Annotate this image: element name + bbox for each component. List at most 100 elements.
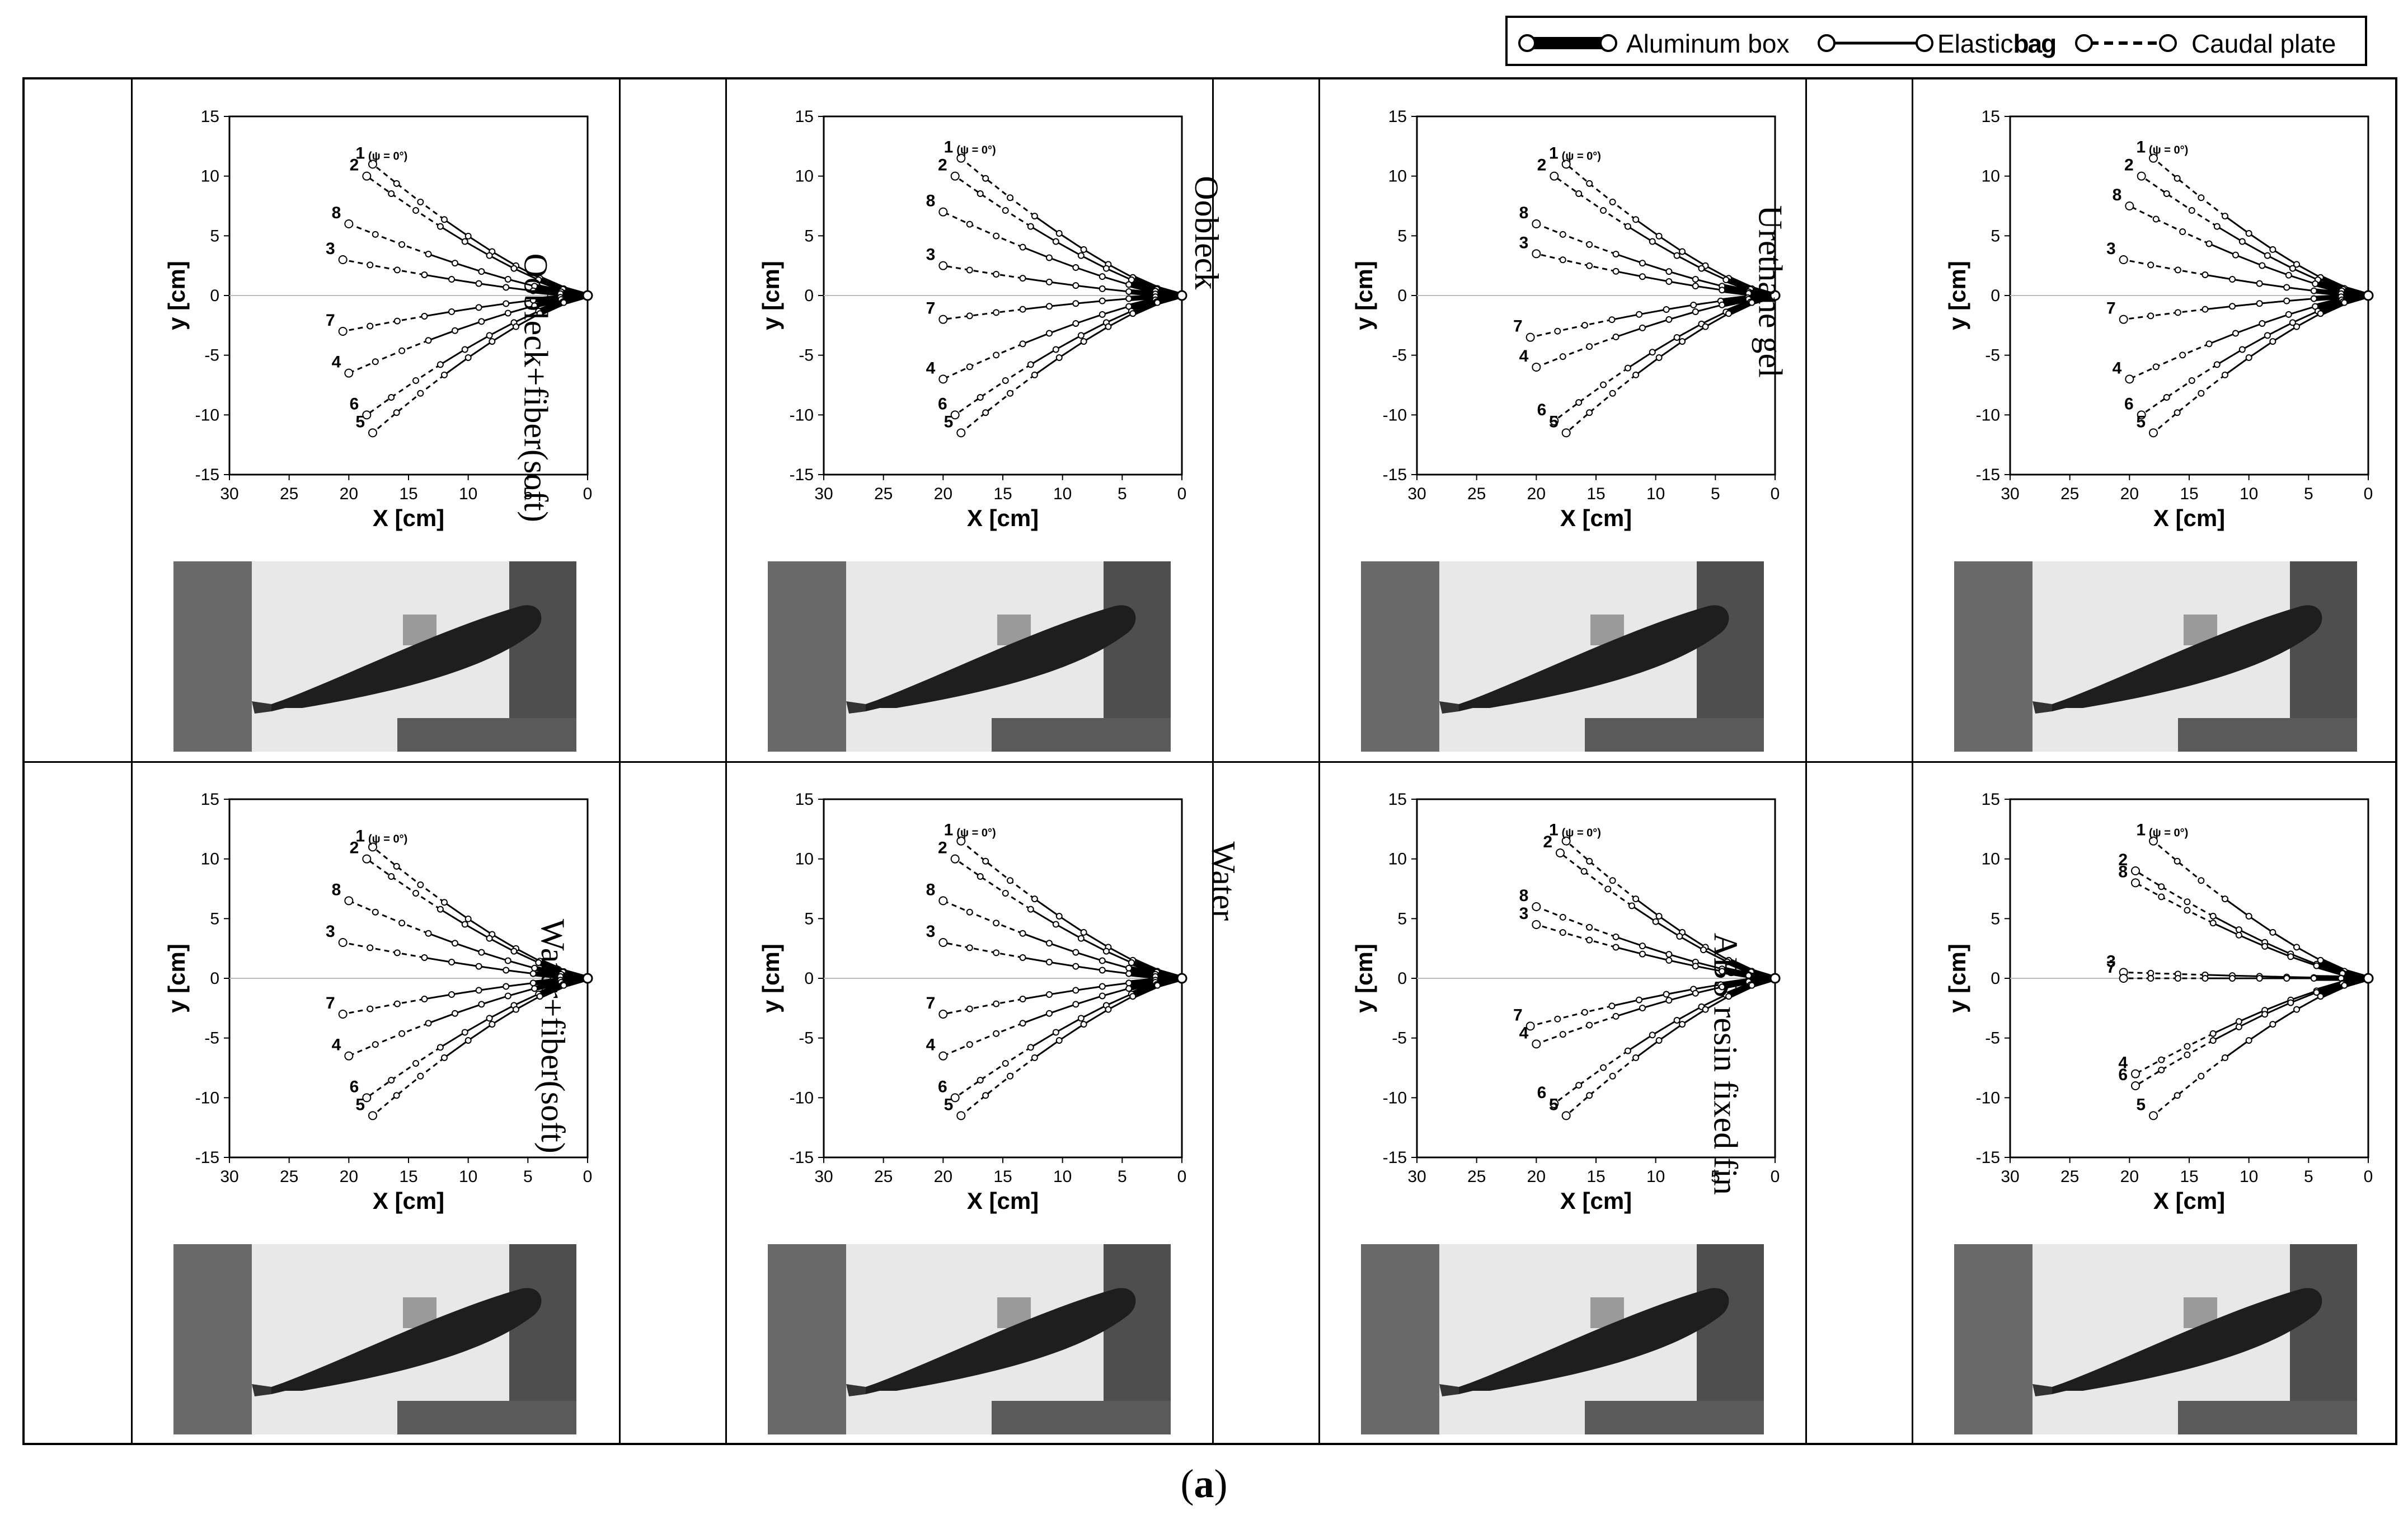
x-tick-label: 30 (814, 1167, 833, 1186)
panel-label-text: Oobleck+fiber(soft) (517, 253, 555, 522)
trajectory-point (1559, 231, 1566, 238)
trajectory-point (1072, 300, 1079, 307)
trajectory-point (1072, 282, 1079, 289)
trajectory-point (417, 390, 424, 397)
origin-point (1176, 973, 1187, 984)
trajectory-point (398, 920, 406, 927)
trajectory-point (1099, 273, 1106, 280)
trajectory-point (1045, 303, 1053, 310)
caudal-plate-segment (943, 308, 1023, 321)
x-axis-label: X [cm] (2153, 505, 2225, 531)
trajectory-point (2293, 1006, 2300, 1013)
trajectory-point (2149, 428, 2158, 438)
trajectory-point (950, 1093, 960, 1103)
trajectory-point (1559, 913, 1566, 921)
trajectory-point (2198, 194, 2205, 201)
caudal-plate-segment (2141, 364, 2218, 416)
trajectory-point (993, 271, 1000, 278)
y-tick-label: 5 (1397, 227, 1407, 245)
trajectory-point (1639, 273, 1646, 280)
caudal-plate-segment (2153, 840, 2226, 900)
caudal-fin (252, 701, 271, 714)
caudal-plate-segment (943, 265, 1023, 279)
trajectory-point (425, 1020, 432, 1027)
base-frame (2178, 1401, 2357, 1434)
trajectory-point (2283, 975, 2290, 982)
x-tick-label: 30 (220, 1167, 238, 1186)
y-axis-label: y [cm] (1351, 944, 1377, 1013)
trajectory-point (1725, 310, 1733, 317)
trajectory-point (2229, 276, 2236, 283)
trajectory-point (1550, 171, 1559, 181)
trajectory-point (977, 190, 984, 198)
caudal-plate-segment (1536, 336, 1617, 368)
trajectory-point (2238, 238, 2246, 245)
x-tick-label: 20 (934, 1167, 952, 1186)
y-tick-label: 15 (201, 790, 219, 809)
panel-label: Oobleck+fiber(hard) (22, 100, 129, 782)
x-tick-label: 20 (2120, 1167, 2139, 1186)
experiment-photo (1954, 1244, 2357, 1434)
trajectory-point (1655, 1037, 1663, 1044)
left-wall (1361, 561, 1439, 752)
trajectory-point (1665, 951, 1673, 958)
caudal-plate-segment (1530, 318, 1612, 339)
trajectory-point (2205, 240, 2213, 247)
y-tick-label: 15 (1388, 107, 1407, 126)
y-tick-label: -15 (1383, 1148, 1407, 1167)
caudal-fin (1439, 1384, 1459, 1396)
series-label: 1 (1549, 144, 1559, 162)
panel-label: Water+fiber(hard) (22, 782, 129, 1465)
series-label: 2 (350, 839, 359, 857)
y-tick-label: 10 (1982, 850, 2000, 869)
x-axis-label: X [cm] (2153, 1188, 2225, 1214)
trajectory-point (2152, 363, 2160, 371)
trajectory-point (2235, 926, 2242, 934)
origin-point (1769, 973, 1781, 984)
trajectory-point (1027, 1044, 1034, 1051)
trajectory-point (1099, 285, 1106, 292)
trajectory-point (1129, 993, 1137, 1000)
trajectory-point (1702, 1006, 1709, 1013)
trajectory-point (1019, 340, 1026, 348)
trajectory-point (1532, 902, 1541, 911)
trajectory-point (1031, 895, 1038, 903)
trajectory-point (393, 1092, 400, 1099)
trajectory-point (560, 299, 567, 306)
trajectory-point (368, 160, 377, 169)
trajectory-point (1105, 1006, 1112, 1013)
legend-graphic: Aluminum box Elasticbag Caudal plate (1518, 29, 2336, 58)
trajectory-point (966, 944, 973, 951)
trajectory-point (1099, 967, 1106, 974)
legend: Aluminum box Elasticbag Caudal plate (1505, 16, 2367, 66)
trajectory-point (1725, 993, 1733, 1000)
trajectory-point (956, 1111, 966, 1120)
trajectory-point (1099, 983, 1106, 990)
series-label: 3 (2106, 952, 2116, 970)
trajectory-point (1586, 1092, 1593, 1099)
panel-label-text: Oobleck (1187, 176, 1225, 290)
trajectory-point (1525, 1021, 1535, 1031)
trajectory-point (2174, 975, 2181, 982)
trajectory-point (1719, 968, 1726, 975)
caudal-plate-segment (2123, 308, 2205, 321)
trajectory-point (2261, 1011, 2269, 1018)
caudal-plate-segment (1536, 906, 1617, 938)
trajectory-point (2174, 1092, 2181, 1099)
panel-label: Urethane gel (1752, 100, 1909, 782)
caudal-plate-segment (2153, 374, 2226, 434)
y-tick-label: 10 (1388, 850, 1407, 869)
trajectory-point (1055, 230, 1063, 237)
series-label: 3 (926, 922, 936, 941)
trajectory-point (448, 276, 456, 283)
trajectory-point (398, 347, 406, 354)
series-label: 5 (944, 1095, 954, 1114)
trajectory-point (1007, 194, 1014, 201)
series-label: 7 (2106, 299, 2116, 318)
trajectory-point (448, 308, 456, 315)
x-tick-label: 20 (934, 485, 952, 503)
trajectory-point (2119, 974, 2128, 983)
trajectory-point (2198, 390, 2205, 397)
x-tick-label: 10 (1053, 485, 1072, 503)
